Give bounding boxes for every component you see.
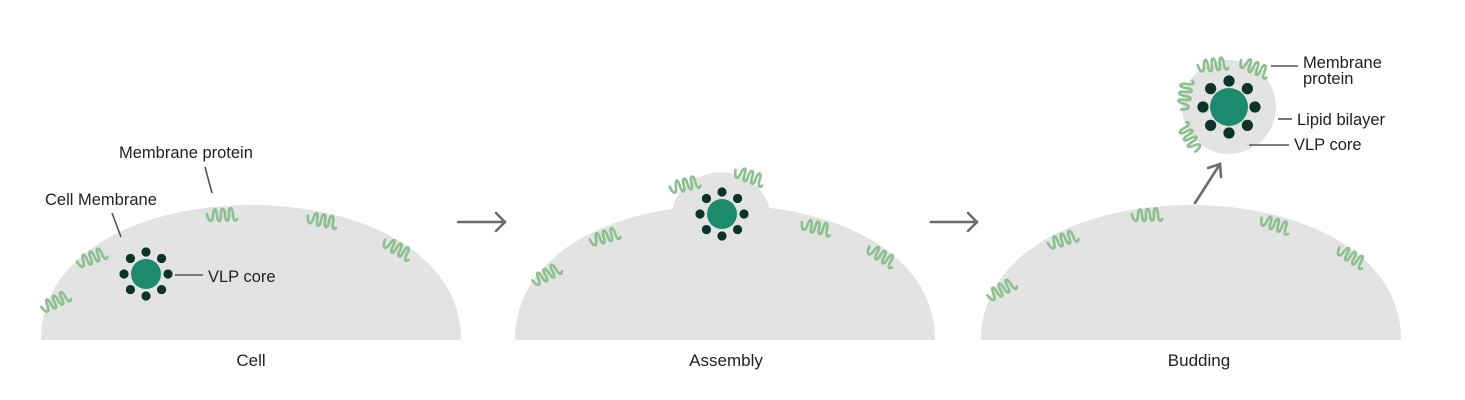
- coil-icon: [986, 278, 1019, 302]
- membrane-protein: [1336, 246, 1364, 271]
- coil-icon: [205, 207, 239, 223]
- vlp-core: [695, 187, 749, 241]
- membrane-protein: [205, 207, 239, 223]
- cell-body: [981, 205, 1401, 340]
- coil-icon: [1336, 246, 1364, 271]
- panel-assembly: Assembly: [515, 167, 935, 370]
- vlp-core-dot: [156, 253, 167, 264]
- vlp-core-body: [131, 259, 161, 289]
- arrow-right-icon: [929, 211, 979, 233]
- coil-icon: [531, 263, 564, 287]
- vlp-core-body: [707, 199, 737, 229]
- vlp-core-dot: [1205, 119, 1217, 131]
- vlp-core-dot: [739, 209, 749, 219]
- vlp-core: [1197, 75, 1261, 139]
- coil-icon: [306, 211, 338, 231]
- coil-icon: [588, 226, 622, 247]
- vlp-core-dot: [156, 284, 167, 295]
- vlp-core-dot: [1205, 83, 1217, 95]
- membrane-protein: [1046, 229, 1080, 250]
- arrow-right-icon: [456, 211, 507, 233]
- membrane-protein: [1196, 56, 1230, 73]
- vlp-core-label: VLP core: [208, 268, 276, 286]
- coil-icon: [1259, 215, 1290, 236]
- panel-caption-assembly: Assembly: [689, 351, 763, 370]
- coil-icon: [75, 247, 109, 269]
- coil-icon: [1239, 58, 1268, 80]
- panel-budding: Membrane protein Lipid bilayer VLP core …: [981, 54, 1401, 370]
- vlp-core-dot: [119, 269, 129, 279]
- vlp-core-dot: [1241, 119, 1253, 131]
- vlp-core-dot: [1241, 83, 1253, 95]
- vlp-core-dot: [717, 187, 727, 197]
- membrane-protein: [382, 238, 410, 262]
- membrane-protein-label: Membrane protein: [119, 144, 253, 162]
- vlp-core-dot: [1197, 101, 1209, 113]
- vlp-core-dot: [695, 209, 705, 219]
- membrane-protein: [1239, 58, 1268, 80]
- vlp-core-dot: [717, 231, 727, 241]
- membrane-protein: [39, 290, 73, 313]
- coil-icon: [1178, 120, 1202, 153]
- coil-icon: [1046, 229, 1080, 250]
- vlp-core-dot: [125, 253, 136, 264]
- membrane-protein-label-line1: Membrane: [1303, 54, 1382, 72]
- coil-icon: [1130, 207, 1164, 223]
- membrane-protein-leader: [204, 166, 213, 194]
- vlp-core-label: VLP core: [1294, 136, 1362, 154]
- membrane-protein: [668, 175, 702, 195]
- vlp-core-dot: [1223, 75, 1235, 87]
- cell-body: [41, 205, 461, 340]
- vlp-core-dot: [1249, 101, 1261, 113]
- panel-cell: Membrane protein Cell Membrane VLP core …: [39, 144, 461, 370]
- vlp-core: [119, 247, 173, 301]
- membrane-protein-label-line2: protein: [1303, 70, 1353, 88]
- membrane-protein: [866, 245, 894, 270]
- vlp-core-dot: [141, 291, 151, 301]
- vlp-core-dot: [701, 193, 712, 204]
- cell-membrane-label: Cell Membrane: [45, 191, 157, 209]
- coil-icon: [39, 290, 73, 313]
- membrane-protein: [1130, 207, 1164, 223]
- membrane-protein: [1176, 79, 1195, 111]
- vlp-core-dot: [141, 247, 151, 257]
- membrane-protein: [800, 218, 832, 238]
- membrane-protein: [75, 247, 109, 269]
- arrow-up-right-icon: [1193, 162, 1223, 205]
- coil-icon: [1176, 79, 1195, 111]
- membrane-protein: [986, 278, 1019, 302]
- membrane-protein: [1259, 215, 1290, 236]
- lipid-bilayer-label: Lipid bilayer: [1297, 111, 1386, 129]
- panel-caption-budding: Budding: [1168, 351, 1230, 370]
- vlp-core-dot: [163, 269, 173, 279]
- coil-icon: [800, 218, 832, 238]
- coil-icon: [382, 238, 410, 262]
- membrane-protein: [306, 211, 338, 231]
- cell-membrane-leader: [111, 212, 122, 238]
- membrane-protein: [733, 167, 764, 188]
- coil-icon: [1196, 56, 1230, 73]
- vlp-core-body: [1210, 88, 1248, 126]
- membrane-protein: [531, 263, 564, 287]
- vlp-core-dot: [125, 284, 136, 295]
- coil-icon: [668, 175, 702, 195]
- coil-icon: [733, 167, 764, 188]
- vlp-core-dot: [701, 224, 712, 235]
- membrane-protein: [588, 226, 622, 247]
- membrane-protein: [1178, 120, 1202, 153]
- coil-icon: [866, 245, 894, 270]
- vlp-core-dot: [732, 224, 743, 235]
- panel-caption-cell: Cell: [236, 351, 265, 370]
- vlp-core-dot: [1223, 127, 1235, 139]
- vlp-core-dot: [732, 193, 743, 204]
